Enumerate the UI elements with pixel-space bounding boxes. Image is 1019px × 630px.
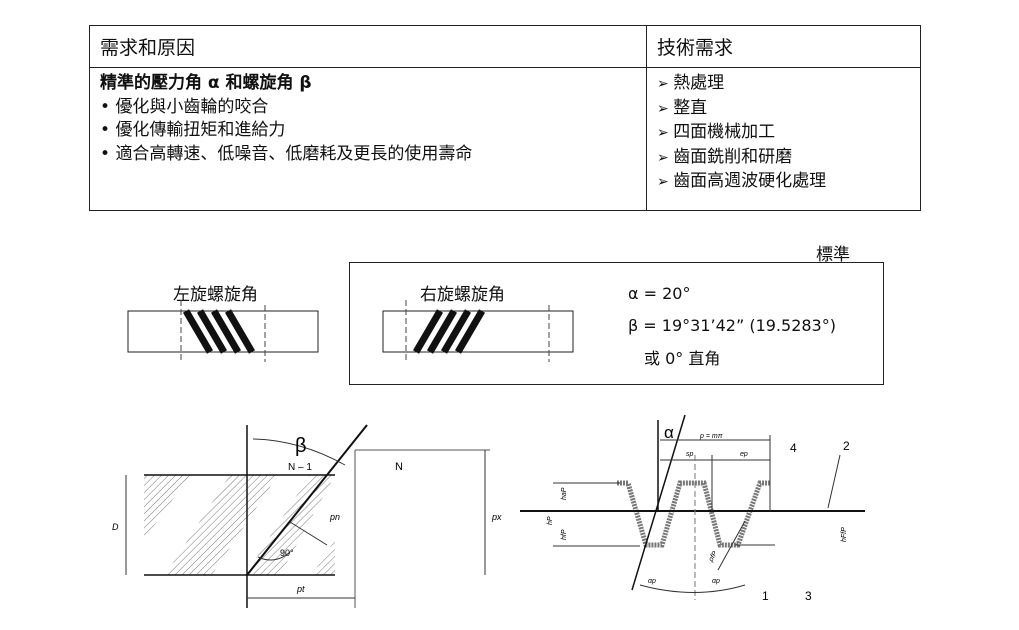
requirement-item: 優化傳輸扭矩和進給力 xyxy=(100,119,636,143)
svg-text:4: 4 xyxy=(790,441,797,455)
requirement-title: 精準的壓力角 α 和螺旋角 β xyxy=(100,73,312,93)
svg-text:3: 3 xyxy=(805,589,812,603)
svg-text:hFfP: hFfP xyxy=(841,527,848,542)
requirement-item: 適合高轉速、低噪音、低磨耗及更長的使用壽命 xyxy=(100,143,636,167)
svg-text:N – 1: N – 1 xyxy=(288,462,312,473)
svg-text:α: α xyxy=(664,423,674,442)
svg-text:1: 1 xyxy=(762,589,769,603)
svg-text:pt: pt xyxy=(296,584,305,594)
svg-text:ρfP: ρfP xyxy=(707,550,719,564)
tech-item: 齒面銑削和研磨 xyxy=(657,146,910,171)
svg-text:sp: sp xyxy=(686,451,694,458)
helix-development-diagram: β N – 1 N D pn px pt 90° xyxy=(112,424,502,608)
svg-text:N: N xyxy=(395,461,403,473)
svg-text:haP: haP xyxy=(561,487,568,500)
tech-item: 熱處理 xyxy=(657,72,910,97)
left-helix-label: 左旋螺旋角 xyxy=(173,285,258,305)
svg-text:αp: αp xyxy=(712,578,720,585)
tech-item: 四面機械加工 xyxy=(657,121,910,146)
alpha-value: α = 20° xyxy=(628,284,691,303)
svg-text:hfP: hfP xyxy=(561,529,568,540)
beta-symbol: β xyxy=(295,435,307,457)
svg-text:90°: 90° xyxy=(280,548,294,558)
alt-value: 或 0° 直角 xyxy=(644,349,721,368)
svg-text:2: 2 xyxy=(843,439,850,453)
tech-item: 整直 xyxy=(657,97,910,122)
svg-text:px: px xyxy=(491,512,502,522)
right-helix-bar xyxy=(382,300,574,362)
right-helix-label: 右旋螺旋角 xyxy=(420,285,505,305)
rack-profile-diagram: α p = mπ sp ep haP hfP hP hFfP ρfP αp αp… xyxy=(520,414,865,603)
header-technical: 技術需求 xyxy=(646,25,921,68)
standard-label: 標準 xyxy=(816,245,850,265)
beta-value: β = 19°31’42” (19.5283°) xyxy=(628,316,836,335)
requirement-item: 優化與小齒輪的咬合 xyxy=(100,96,636,120)
svg-text:D: D xyxy=(112,522,119,532)
left-helix-bar xyxy=(127,300,319,362)
tech-item: 齒面高週波硬化處理 xyxy=(657,170,910,195)
requirements-table: 需求和原因 技術需求 精準的壓力角 α 和螺旋角 β 優化與小齒輪的咬合 優化傳… xyxy=(89,25,921,211)
svg-text:p = mπ: p = mπ xyxy=(699,433,723,440)
svg-text:hP: hP xyxy=(547,516,554,525)
svg-text:pn: pn xyxy=(329,512,340,522)
svg-text:αp: αp xyxy=(648,578,656,585)
header-requirements: 需求和原因 xyxy=(89,25,647,68)
svg-text:ep: ep xyxy=(740,451,748,458)
standard-box xyxy=(349,262,884,385)
